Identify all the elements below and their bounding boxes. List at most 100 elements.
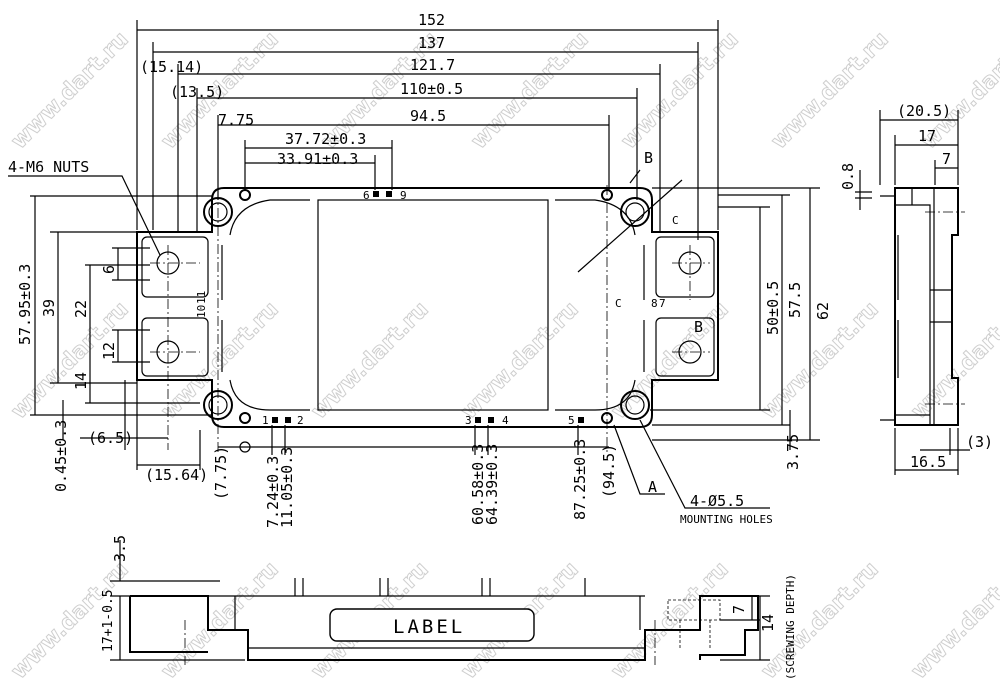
dim-57-5: 57.5 xyxy=(786,282,804,318)
dim-22: 22 xyxy=(72,300,90,318)
dim-17: 17 xyxy=(918,127,936,145)
pin-label: 11 xyxy=(195,291,208,304)
callout-c: C xyxy=(672,214,679,227)
callout-m6-nuts: 4-M6 NUTS xyxy=(8,158,89,176)
terminal-pad-1 xyxy=(141,236,209,298)
pin-label: 9 xyxy=(400,189,407,202)
dim-14: 14 xyxy=(759,614,777,632)
pin-label: 6 xyxy=(363,189,370,202)
dim-7-75: 7.75 xyxy=(218,111,254,129)
dim-12: 12 xyxy=(100,342,118,360)
terminal-pad-3 xyxy=(655,236,715,298)
side-dimension-lines xyxy=(855,110,970,475)
pin-label: 3 xyxy=(465,414,472,427)
pin-label: 5 xyxy=(568,414,575,427)
dim-14: 14 xyxy=(72,372,90,390)
module-body-outline xyxy=(136,187,719,428)
dim-3-5: 3.5 xyxy=(111,535,129,562)
side-view: (20.5) 17 7 0.8 (3) 16.5 xyxy=(839,102,993,475)
front-view: LABEL 3.5 17+1-0.5 7 14 (SCREWING DEPTH) xyxy=(101,535,797,680)
label-plate xyxy=(329,608,535,642)
dim-bottom: 7.24±0.3 xyxy=(264,456,282,528)
pin-label: 10 xyxy=(195,305,208,318)
svg-text:www.dart.ru: www.dart.ru xyxy=(157,557,284,684)
dim-137: 137 xyxy=(418,34,445,52)
svg-text:www.dart.ru: www.dart.ru xyxy=(617,27,744,154)
terminal-pad-4 xyxy=(655,317,715,377)
watermark: www.dart.ru www.dart.ru www.dart.ru www.… xyxy=(6,27,1000,685)
dim-50: 50±0.5 xyxy=(764,281,782,335)
pin-label: 4 xyxy=(502,414,509,427)
svg-text:www.dart.ru: www.dart.ru xyxy=(467,27,594,154)
side-body-outline xyxy=(894,187,959,426)
front-body-outline xyxy=(129,595,759,661)
dim-17-tol: 17+1-0.5 xyxy=(101,589,116,652)
dim-15-14: (15.14) xyxy=(140,58,203,76)
dimension-lines-left xyxy=(30,195,212,470)
dim-15-64: (15.64) xyxy=(145,466,208,484)
top-view: 1 2 3 4 5 6 9 8 7 10 11 152 137 121.7 (1… xyxy=(8,11,832,528)
leader-line xyxy=(8,175,161,256)
dim-57-95: 57.95±0.3 xyxy=(16,264,34,345)
inner-cavity xyxy=(317,199,549,411)
dim-bottom: (7.75) xyxy=(212,446,230,500)
dimension-lines-bottom xyxy=(218,425,609,455)
callout-b: B xyxy=(644,149,653,167)
dim-37-72: 37.72±0.3 xyxy=(285,130,366,148)
dim-7: 7 xyxy=(942,150,951,168)
dim-121-7: 121.7 xyxy=(410,56,455,74)
callout-a: A xyxy=(648,478,657,496)
dim-20-5: (20.5) xyxy=(897,102,951,120)
svg-text:www.dart.ru: www.dart.ru xyxy=(607,557,734,684)
dim-3: (3) xyxy=(966,433,993,451)
svg-text:www.dart.ru: www.dart.ru xyxy=(907,557,1000,684)
callout-c: C xyxy=(615,297,622,310)
front-details xyxy=(208,595,645,649)
dim-6-5: (6.5) xyxy=(88,429,133,447)
signal-pins xyxy=(294,578,586,596)
svg-text:www.dart.ru: www.dart.ru xyxy=(7,27,134,154)
callout-mounting-holes-sub: MOUNTING HOLES xyxy=(680,513,773,526)
dim-16-5: 16.5 xyxy=(910,453,946,471)
dim-7: 7 xyxy=(730,605,748,614)
pin-label: 1 xyxy=(262,414,269,427)
dim-bottom: 11.05±0.3 xyxy=(278,447,296,528)
side-details xyxy=(895,188,952,425)
dim-94-5: 94.5 xyxy=(410,107,446,125)
center-lines xyxy=(150,185,710,455)
side-pins xyxy=(880,195,895,421)
svg-text:www.dart.ru: www.dart.ru xyxy=(457,297,584,424)
section-line xyxy=(577,169,683,273)
callout-mounting-holes: 4-Ø5.5 xyxy=(690,492,744,510)
dim-0-45: 0.45±0.3 xyxy=(52,420,70,492)
dim-3-75: 3.75 xyxy=(784,434,802,470)
center-lines xyxy=(925,211,965,405)
pin-label: 8 xyxy=(651,297,658,310)
svg-text:www.dart.ru: www.dart.ru xyxy=(907,297,1000,424)
dim-6: 6 xyxy=(100,265,118,274)
dimension-lines-right xyxy=(650,187,820,450)
dim-13-5: (13.5) xyxy=(170,83,224,101)
dimension-lines xyxy=(136,20,719,240)
label-text: LABEL xyxy=(393,616,465,638)
busbar-outline-2 xyxy=(221,245,645,372)
center-lines xyxy=(184,620,656,665)
pin-label: 7 xyxy=(659,297,666,310)
dim-33-91: 33.91±0.3 xyxy=(277,150,358,168)
svg-text:www.dart.ru: www.dart.ru xyxy=(767,27,894,154)
leader-line xyxy=(613,419,770,509)
dim-bottom: (94.5) xyxy=(600,444,618,498)
busbar-outline xyxy=(229,199,636,411)
pin-label: 2 xyxy=(297,414,304,427)
dim-0-8: 0.8 xyxy=(839,163,857,190)
screwing-depth-note: (SCREWING DEPTH) xyxy=(784,574,797,680)
front-dimension-lines xyxy=(110,540,770,661)
dim-bottom: 87.25±0.3 xyxy=(571,439,589,520)
dim-bottom: 60.58±0.3 xyxy=(469,444,487,525)
terminal-pad-2 xyxy=(141,317,209,377)
dim-bottom: 64.39±0.3 xyxy=(483,444,501,525)
svg-text:www.dart.ru: www.dart.ru xyxy=(307,297,434,424)
dim-39: 39 xyxy=(40,299,58,317)
callout-b: B xyxy=(694,318,703,336)
